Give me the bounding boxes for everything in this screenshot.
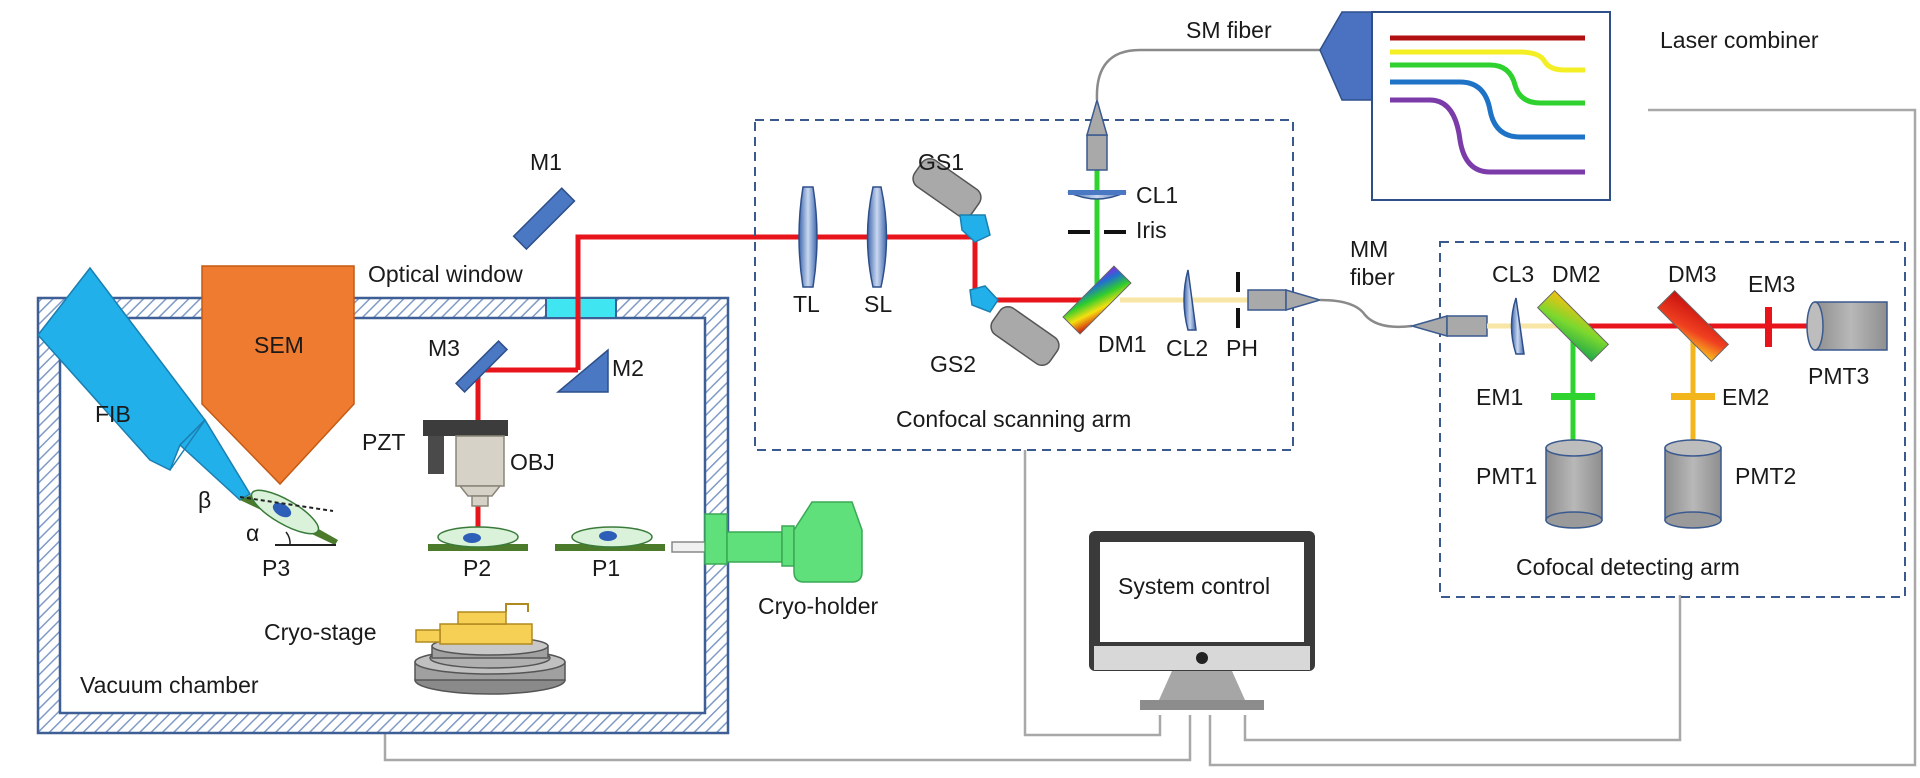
filter-em3: EM3 — [1748, 271, 1795, 347]
sm-fiber-label: SM fiber — [1186, 17, 1272, 43]
cl1-label: CL1 — [1136, 182, 1178, 208]
sm-fiber — [1095, 48, 1320, 101]
sm-fiber-collimator — [1086, 97, 1108, 171]
pzt-label: PZT — [362, 429, 405, 455]
em3-label: EM3 — [1748, 271, 1795, 297]
m3-label: M3 — [428, 335, 460, 361]
pmt3-label: PMT3 — [1808, 363, 1869, 389]
lens-tl: TL — [793, 186, 820, 317]
p3-label: P3 — [262, 555, 290, 581]
lens-cl2: CL2 — [1166, 269, 1208, 361]
m2-label: M2 — [612, 355, 644, 381]
sample-p3: β α P3 — [198, 487, 338, 581]
mm-fiber-label-line1: MM — [1350, 236, 1388, 262]
cryo-holder-label: Cryo-holder — [758, 593, 878, 619]
filter-em1: EM1 — [1476, 384, 1595, 410]
confocal-detecting-arm-box — [1439, 241, 1906, 598]
mirror-m1: M1 — [512, 149, 576, 251]
pmt2-label: PMT2 — [1735, 463, 1796, 489]
pmt2: PMT2 — [1664, 439, 1796, 529]
alpha-label: α — [246, 520, 259, 546]
ph-label: PH — [1226, 335, 1258, 361]
sample-p2: P2 — [428, 526, 528, 581]
pmt1: PMT1 — [1476, 439, 1603, 529]
cryo-holder: Cryo-holder — [671, 501, 878, 619]
confocal-scanning-arm-label: Confocal scanning arm — [896, 406, 1131, 432]
gs2-label: GS2 — [930, 351, 976, 377]
m1-label: M1 — [530, 149, 562, 175]
dm3-label: DM3 — [1668, 261, 1717, 287]
objective-pzt: PZT OBJ — [362, 420, 555, 507]
cryo-stage-label: Cryo-stage — [264, 619, 376, 645]
em2-label: EM2 — [1722, 384, 1769, 410]
sem-label: SEM — [254, 332, 304, 358]
mm-fiber-coupler-left — [1247, 288, 1323, 312]
dichroic-dm2: DM2 — [1536, 261, 1610, 363]
dm2-label: DM2 — [1552, 261, 1601, 287]
mm-fiber-label-line2: fiber — [1350, 264, 1395, 290]
fib-label: FIB — [95, 401, 131, 427]
mm-fiber — [1319, 298, 1413, 329]
system-control-monitor: System control — [1089, 531, 1315, 710]
sample-p1: P1 — [555, 526, 665, 581]
dichroic-dm1: DM1 — [1062, 265, 1147, 357]
mm-fiber-coupler-right — [1409, 315, 1488, 337]
mirror-m3: M3 — [428, 335, 509, 393]
tl-label: TL — [793, 291, 820, 317]
iris: Iris — [1068, 217, 1167, 243]
vacuum-chamber-label: Vacuum chamber — [80, 672, 259, 698]
lens-sl: SL — [864, 186, 892, 317]
lens-cl3: CL3 — [1492, 261, 1534, 355]
p1-label: P1 — [592, 555, 620, 581]
em1-label: EM1 — [1476, 384, 1523, 410]
sem-column: SEM — [201, 265, 355, 486]
galvo-gs2: GS2 — [930, 285, 1060, 377]
cl3-label: CL3 — [1492, 261, 1534, 287]
gs1-label: GS1 — [918, 149, 964, 175]
optical-window-label: Optical window — [368, 261, 523, 287]
system-control-label: System control — [1118, 573, 1270, 599]
dichroic-dm3: DM3 — [1656, 261, 1730, 363]
optical-window — [545, 297, 617, 319]
pmt1-label: PMT1 — [1476, 463, 1537, 489]
pmt3: PMT3 — [1806, 301, 1888, 389]
laser-combiner-label: Laser combiner — [1660, 27, 1819, 53]
lens-cl1: CL1 — [1067, 182, 1178, 208]
cryo-stage: Cryo-stage — [264, 603, 566, 695]
fib-column: FIB — [37, 266, 252, 501]
p2-label: P2 — [463, 555, 491, 581]
control-cables — [383, 108, 1917, 767]
laser-combiner: Laser combiner — [1319, 11, 1819, 201]
cl2-label: CL2 — [1166, 335, 1208, 361]
filter-em2: EM2 — [1671, 384, 1769, 410]
sl-label: SL — [864, 291, 892, 317]
iris-label: Iris — [1136, 217, 1167, 243]
confocal-scanning-arm-box — [754, 119, 1294, 451]
obj-label: OBJ — [510, 449, 555, 475]
galvo-gs1: GS1 — [912, 149, 991, 243]
pinhole: PH — [1226, 272, 1258, 361]
mirror-m2: M2 — [555, 348, 644, 393]
beta-label: β — [198, 487, 211, 513]
confocal-detecting-arm-label: Cofocal detecting arm — [1516, 554, 1740, 580]
dm1-label: DM1 — [1098, 331, 1147, 357]
